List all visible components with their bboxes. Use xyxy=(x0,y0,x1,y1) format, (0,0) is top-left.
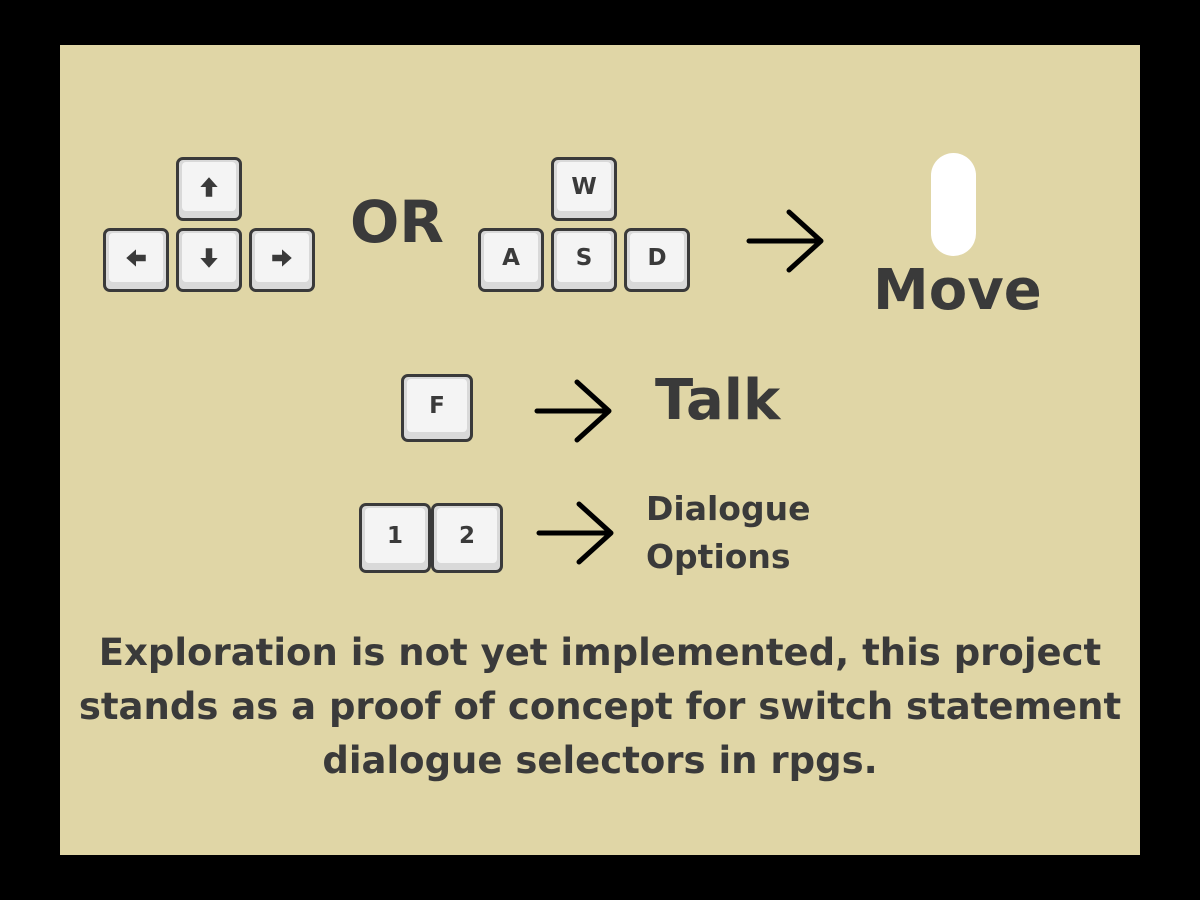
or-label: OR xyxy=(350,188,444,256)
key-w-label: W xyxy=(557,162,611,211)
right-arrow-icon xyxy=(536,501,614,565)
arrow-left-icon xyxy=(126,248,146,267)
project-note: Exploration is not yet implemented, this… xyxy=(78,631,1122,782)
key-s-label: S xyxy=(557,233,611,282)
key-f-label: F xyxy=(407,379,467,432)
key-1: 1 xyxy=(359,503,431,573)
key-2-label: 2 xyxy=(437,508,497,563)
arrow-right-icon xyxy=(272,248,292,267)
key-d: D xyxy=(624,228,690,292)
key-w: W xyxy=(551,157,617,221)
key-up xyxy=(176,157,242,221)
dialogue-label-line2: Options xyxy=(646,537,791,576)
dialogue-options-label: Dialogue Options xyxy=(646,485,810,581)
key-2: 2 xyxy=(431,503,503,573)
arrow-up-icon xyxy=(200,176,218,197)
move-label: Move xyxy=(873,258,1042,323)
talk-label: Talk xyxy=(655,368,781,433)
key-a: A xyxy=(478,228,544,292)
key-down xyxy=(176,228,242,292)
key-d-label: D xyxy=(630,233,684,282)
key-f: F xyxy=(401,374,473,442)
key-left xyxy=(103,228,169,292)
key-right xyxy=(249,228,315,292)
dialogue-label-line1: Dialogue xyxy=(646,489,811,528)
mouse-icon xyxy=(931,153,976,256)
key-s: S xyxy=(551,228,617,292)
right-arrow-icon xyxy=(746,209,824,273)
right-arrow-icon xyxy=(534,379,612,443)
arrow-down-icon xyxy=(200,247,218,268)
key-a-label: A xyxy=(484,233,538,282)
key-1-label: 1 xyxy=(365,508,425,563)
